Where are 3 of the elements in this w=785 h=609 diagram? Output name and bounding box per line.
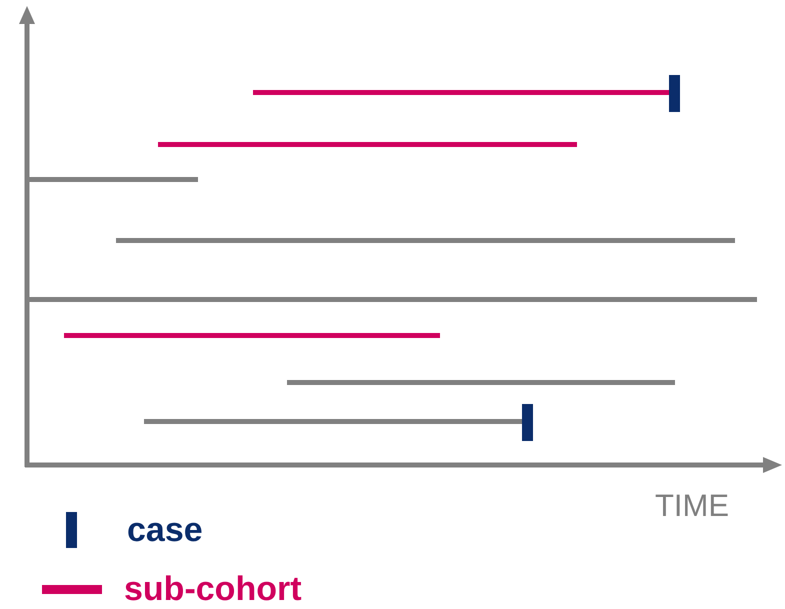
legend-text: case — [127, 513, 203, 547]
axis-label: TIME — [655, 490, 730, 521]
legend-text: sub-cohort — [124, 572, 302, 606]
